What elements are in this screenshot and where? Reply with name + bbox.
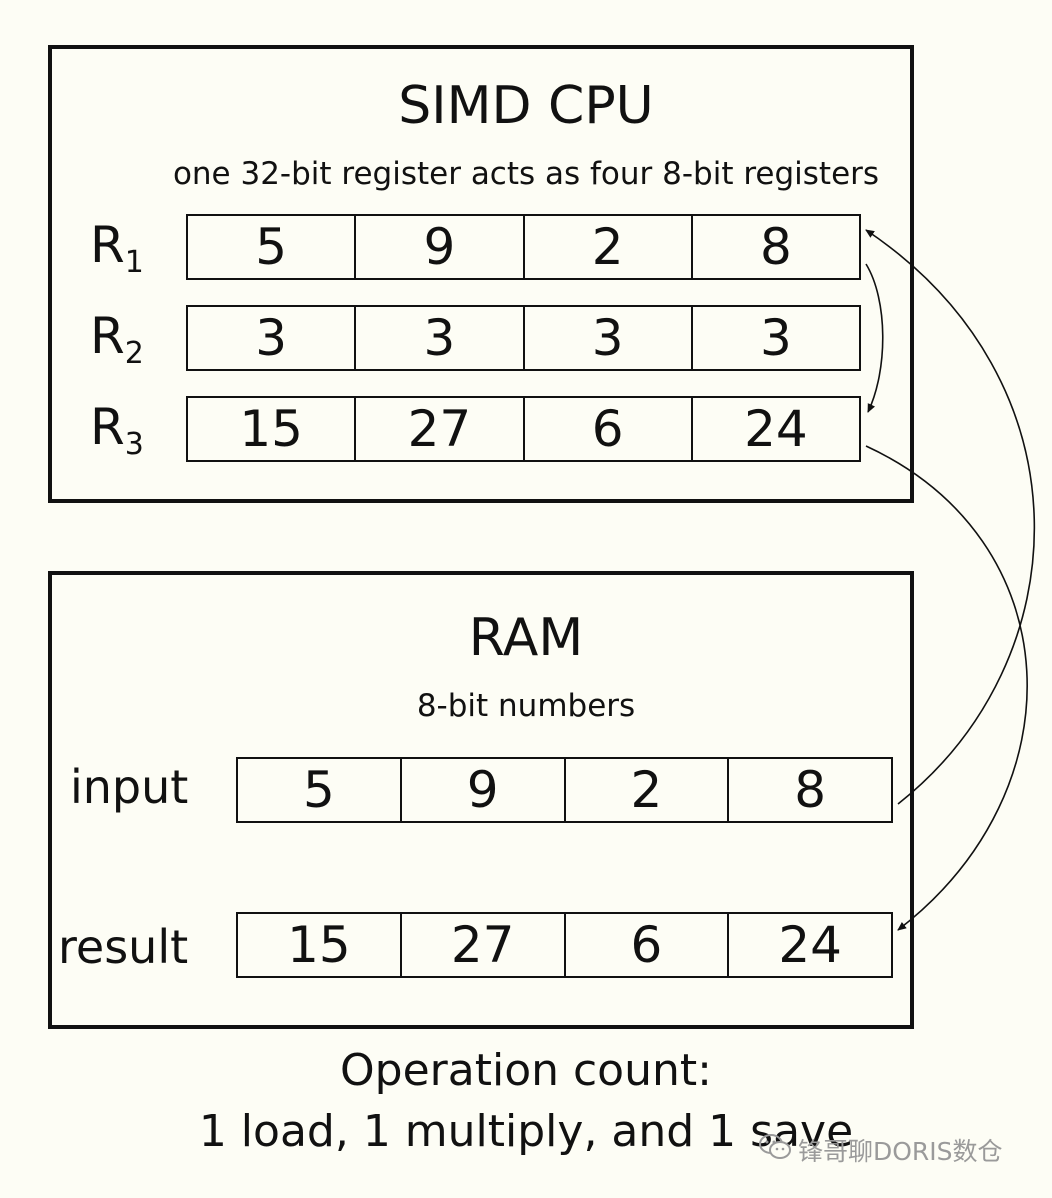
ram-title: RAM <box>468 608 584 668</box>
register-r1-lane-1: 5 <box>255 218 288 276</box>
ram-result-cell-1: 15 <box>287 916 351 974</box>
register-r3-lane-2: 27 <box>354 398 522 460</box>
ram-subtitle: 8-bit numbers <box>416 688 636 724</box>
operation-count-detail: 1 load, 1 multiply, and 1 save <box>198 1106 854 1157</box>
register-r1: 5 9 2 8 <box>186 214 861 280</box>
ram-row-input: 5 9 2 8 <box>236 757 893 823</box>
ram-box <box>48 571 914 1029</box>
ram-input-cell-4: 8 <box>727 759 891 821</box>
ram-input-cell-3: 2 <box>563 759 728 821</box>
ram-input-cell-1: 5 <box>302 761 335 819</box>
register-label-r3: R3 <box>90 398 144 462</box>
save-arrow <box>865 445 1028 931</box>
register-r3: 15 27 6 24 <box>186 396 861 462</box>
register-r2-lane-4: 3 <box>690 307 859 369</box>
register-r3-lane-4: 24 <box>690 398 859 460</box>
register-r3-lane-3: 6 <box>522 398 691 460</box>
simd-cpu-box <box>48 45 914 503</box>
watermark: 锋哥聊DORIS数仓 <box>758 1132 1003 1168</box>
ram-result-cell-3: 6 <box>563 914 728 976</box>
register-r1-lane-4: 8 <box>690 216 859 278</box>
cpu-subtitle: one 32-bit register acts as four 8-bit r… <box>172 156 880 192</box>
register-r1-lane-3: 2 <box>522 216 691 278</box>
ram-result-cell-2: 27 <box>399 914 564 976</box>
register-r2: 3 3 3 3 <box>186 305 861 371</box>
operation-count-heading: Operation count: <box>340 1045 712 1096</box>
register-label-r1: R1 <box>90 216 144 280</box>
register-r1-lane-2: 9 <box>354 216 522 278</box>
multiply-arrow <box>865 263 884 413</box>
ram-result-cell-4: 24 <box>727 914 891 976</box>
wechat-icon <box>758 1133 792 1167</box>
register-r2-lane-3: 3 <box>522 307 691 369</box>
watermark-text: 锋哥聊DORIS数仓 <box>798 1137 1003 1166</box>
ram-label-result: result <box>58 920 189 974</box>
register-r3-lane-1: 15 <box>239 400 303 458</box>
ram-label-input: input <box>70 760 189 814</box>
cpu-title: SIMD CPU <box>398 76 654 136</box>
load-arrow <box>865 229 1036 805</box>
register-r2-lane-1: 3 <box>255 309 288 367</box>
ram-row-result: 15 27 6 24 <box>236 912 893 978</box>
register-label-r2: R2 <box>90 307 144 371</box>
ram-input-cell-2: 9 <box>399 759 564 821</box>
register-r2-lane-2: 3 <box>354 307 522 369</box>
